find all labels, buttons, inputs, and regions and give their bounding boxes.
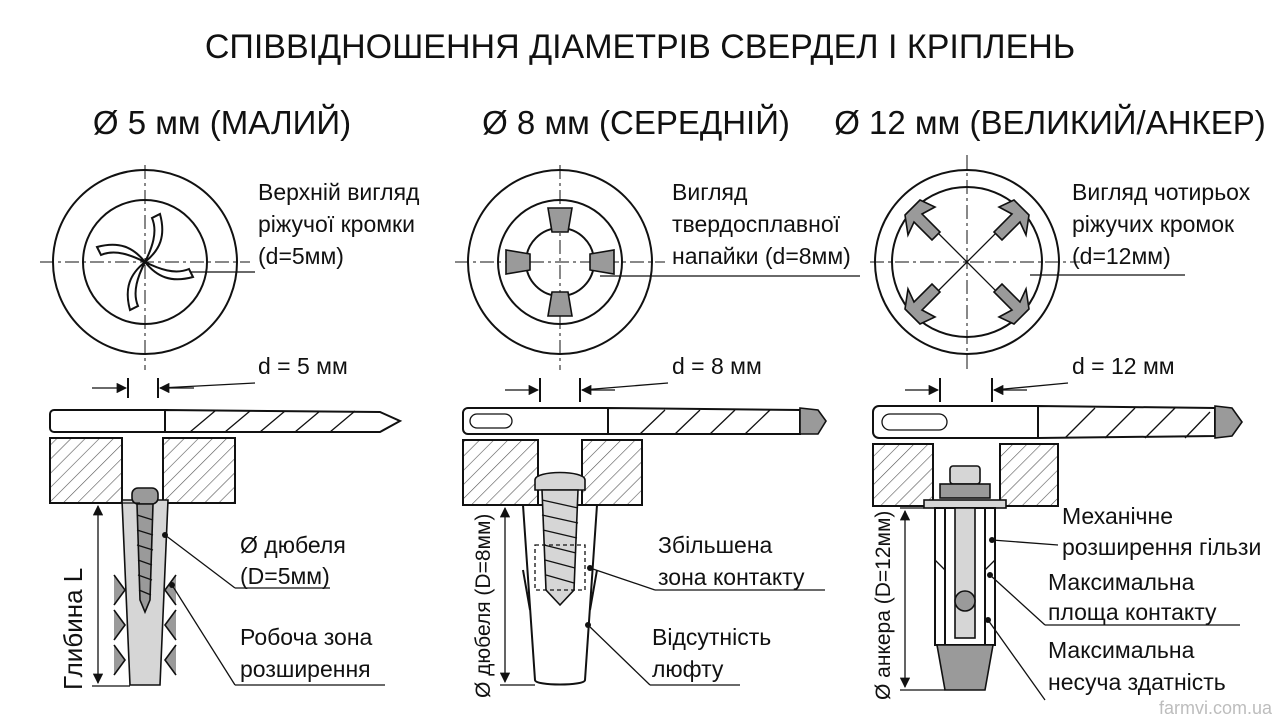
top-view-12mm [870,155,1185,370]
callout-load-capacity-12mm: Максимальна несуча здатність [1048,637,1226,695]
drill-diameter-8mm: d = 8 мм [672,353,762,379]
depth-label-12mm: Ø анкера (D=12мм) [872,511,895,700]
wall-section-5mm [49,437,236,504]
diagram-title: СПІВВІДНОШЕННЯ ДІАМЕТРІВ СВЕРДЕЛ І КРІПЛ… [205,28,1075,66]
drill-bit-12mm [872,404,1243,440]
callout-dowel-diameter-5mm: Ø дюбеля (D=5мм) [240,532,352,589]
callout-sleeve-expansion-12mm: Механічне розширення гільзи [1062,503,1261,560]
top-view-label-12mm: Вигляд чотирьох ріжучих кромок (d=12мм) [1072,179,1257,269]
drill-diameter-5mm: d = 5 мм [258,353,348,379]
dowel-8mm [521,471,599,686]
depth-label-5mm: Глибина L [58,568,88,690]
heading-5mm: Ø 5 мм (МАЛИЙ) [93,104,351,141]
drill-bit-8mm [462,406,827,435]
dowel-5mm [113,487,177,686]
anchor-12mm [923,465,1007,691]
callout-contact-zone-8mm: Збільшена зона контакту [658,532,805,590]
wall-section-8mm [462,439,643,506]
top-view-8mm [455,165,860,370]
wall-section-12mm [872,443,1059,507]
top-view-label-5mm: Верхній вигляд ріжучої кромки (d=5мм) [258,179,426,269]
callout-expansion-zone-5mm: Робоча зона розширення [240,624,379,682]
drill-diameter-12mm: d = 12 мм [1072,353,1175,379]
heading-8mm: Ø 8 мм (СЕРЕДНІЙ) [482,104,790,141]
callout-contact-area-12mm: Максимальна площа контакту [1048,569,1217,625]
drill-bit-5mm [49,408,403,433]
heading-12mm: Ø 12 мм (ВЕЛИКИЙ/АНКЕР) [834,104,1266,141]
top-view-label-8mm: Вигляд твердосплавної напайки (d=8мм) [672,179,851,269]
depth-label-8mm: Ø дюбеля (D=8мм) [472,514,495,698]
watermark: farmvi.com.ua [1159,698,1273,718]
top-view-5mm [40,165,255,370]
callout-no-play-8mm: Відсутність люфту [652,624,778,682]
